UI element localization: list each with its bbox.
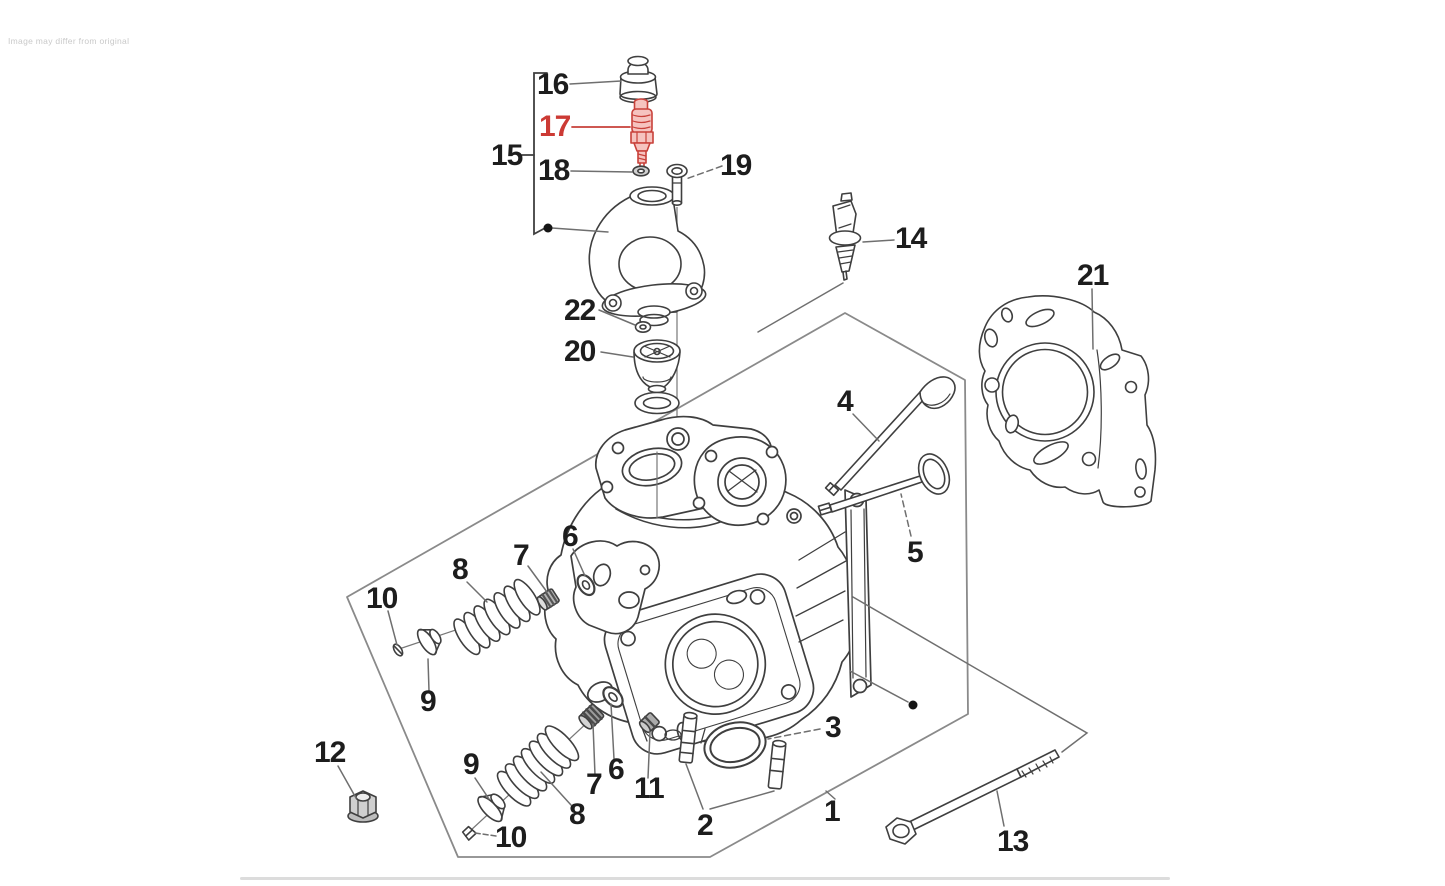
bottom-boss: [664, 729, 682, 741]
part-14-temp-sensor[interactable]: [828, 192, 862, 281]
assembly-boundary: [346, 312, 969, 858]
part-9-lower-retainer[interactable]: [474, 787, 512, 825]
part-label-4[interactable]: 4: [837, 385, 854, 418]
group-15-bracket: [521, 72, 548, 236]
part-label-5[interactable]: 5: [907, 536, 924, 569]
part-label-9-lower[interactable]: 9: [463, 748, 480, 781]
part-label-14[interactable]: 14: [895, 222, 927, 255]
part-17-spark-plug[interactable]: [630, 98, 654, 168]
combustion-face: [603, 573, 815, 755]
part-18-washer[interactable]: [632, 165, 650, 177]
part-13-head-bolt[interactable]: [885, 749, 1060, 845]
side-ribs: [795, 531, 847, 643]
part-6-lower-spring-seat[interactable]: [600, 683, 627, 710]
part-4-valve[interactable]: [824, 376, 956, 497]
part-label-8-lower[interactable]: 8: [569, 798, 586, 831]
part-label-15[interactable]: 15: [491, 139, 523, 172]
side-rail: [844, 489, 872, 698]
reference-dot-upper: [543, 223, 553, 233]
part-label-6-lower[interactable]: 6: [608, 753, 625, 786]
cam-side-cavity: [570, 540, 660, 635]
part-label-19[interactable]: 19: [720, 149, 752, 182]
part-10-upper-cotter[interactable]: [392, 643, 405, 658]
watermark-text: Image may differ from original: [8, 36, 130, 46]
part-label-3[interactable]: 3: [825, 711, 842, 744]
thermostat-housing[interactable]: [588, 186, 707, 327]
part-9-upper-retainer[interactable]: [414, 622, 447, 657]
part-6-upper-spring-seat[interactable]: [574, 572, 598, 598]
part-7-lower-valve-seal[interactable]: [577, 703, 605, 731]
port-flange: [692, 436, 787, 526]
part-12-flange-nut[interactable]: [347, 790, 379, 823]
part-22-washer[interactable]: [634, 320, 652, 333]
part-2-dowel-pin-a[interactable]: [678, 711, 698, 764]
part-8-lower-valve-spring[interactable]: [493, 721, 583, 810]
part-label-17[interactable]: 17: [539, 110, 571, 143]
part-label-21[interactable]: 21: [1077, 259, 1109, 292]
part-label-7-lower[interactable]: 7: [586, 768, 603, 801]
cylinder-head-body[interactable]: [543, 415, 872, 761]
part-label-12[interactable]: 12: [314, 736, 346, 769]
part-2-dowel-pin-b[interactable]: [767, 739, 787, 790]
part-16-cap[interactable]: [619, 55, 658, 104]
part-20-thermostat[interactable]: [633, 339, 681, 415]
leader-lines: [337, 80, 1094, 837]
part-3-o-ring[interactable]: [700, 716, 771, 774]
part-label-6-upper[interactable]: 6: [562, 520, 579, 553]
part-8-upper-valve-spring[interactable]: [449, 576, 544, 658]
part-label-7-upper[interactable]: 7: [513, 539, 530, 572]
part-7-upper-valve-seal[interactable]: [536, 588, 560, 611]
part-label-22[interactable]: 22: [564, 294, 596, 327]
part-label-2[interactable]: 2: [697, 809, 714, 842]
part-label-1[interactable]: 1: [824, 795, 841, 828]
part-label-8-upper[interactable]: 8: [452, 553, 469, 586]
section-divider: [240, 877, 1170, 880]
part-19-bolt[interactable]: [666, 163, 688, 207]
part-label-13[interactable]: 13: [997, 825, 1029, 858]
reference-dot-lower: [908, 700, 918, 710]
part-21-head-gasket[interactable]: [978, 295, 1157, 508]
part-label-10-lower[interactable]: 10: [495, 821, 527, 854]
chain-tunnel: [586, 681, 614, 703]
stud-boss: [786, 508, 802, 524]
part-label-9-upper[interactable]: 9: [420, 685, 437, 718]
part-label-10-upper[interactable]: 10: [366, 582, 398, 615]
part-5-valve[interactable]: [817, 449, 955, 516]
part-label-11[interactable]: 11: [634, 772, 665, 805]
part-label-18[interactable]: 18: [538, 154, 570, 187]
part-label-16[interactable]: 16: [537, 68, 569, 101]
part-label-20[interactable]: 20: [564, 335, 596, 368]
